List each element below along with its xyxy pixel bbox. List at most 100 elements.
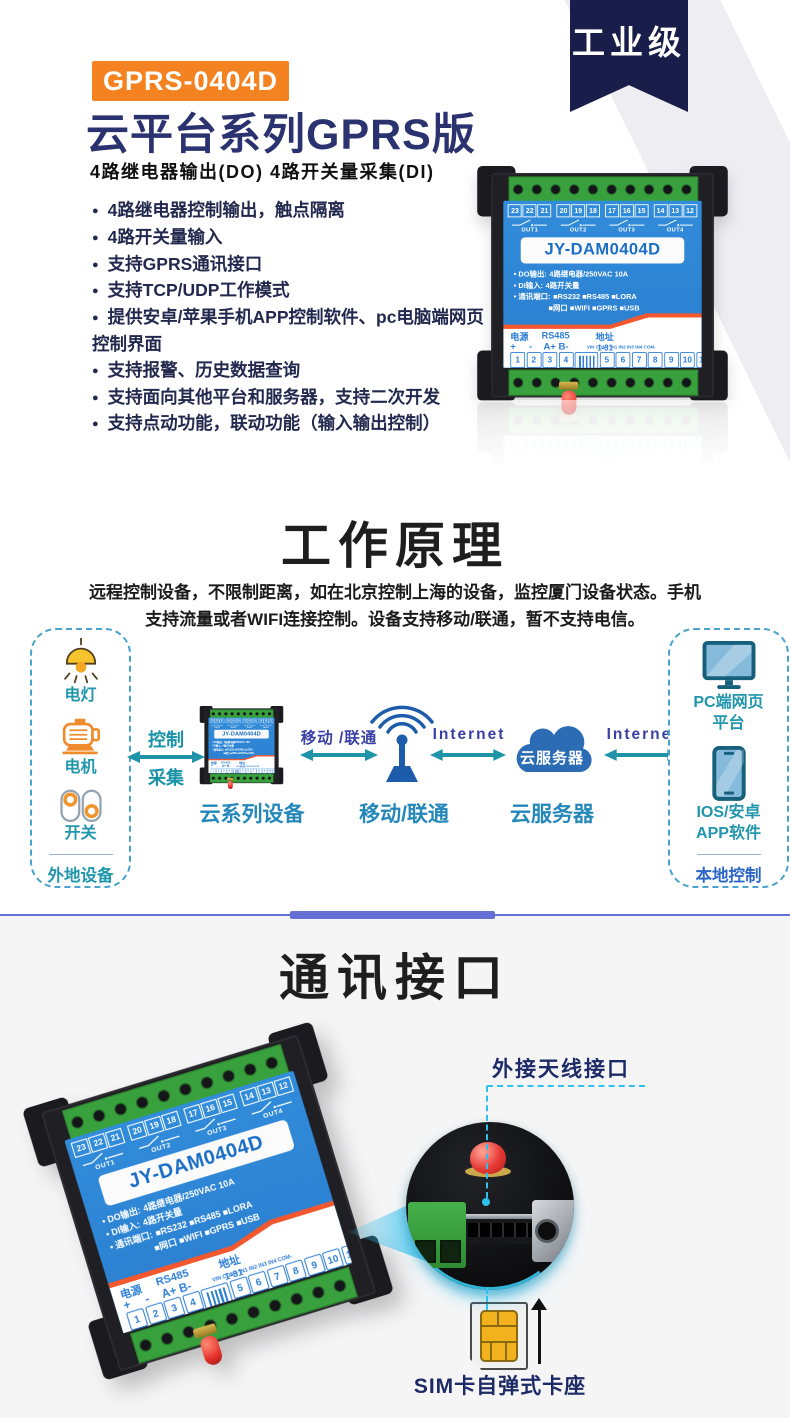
spec-label: DI输入:	[213, 744, 222, 748]
wiring-col-title: 电源	[510, 332, 529, 343]
spec-value: ■网口 ■WIFI ■GPRS ■USB	[548, 303, 640, 313]
feature-list: 4路继电器控制输出，触点隔离 4路开关量输入 支持GPRS通讯接口 支持TCP/…	[92, 198, 484, 438]
relay-contact-icon	[251, 1101, 292, 1115]
antenna-port-magnifier	[406, 1122, 574, 1290]
device-faceplate: 23 22 21 OUT1 20 19 18 OUT2	[503, 200, 702, 368]
sim-contact-pad	[480, 1310, 518, 1362]
spec-value: ■RS232 ■RS485 ■LORA	[553, 292, 637, 301]
terminal-cell: 7	[251, 768, 257, 774]
hero-product-photo: 23 22 21 OUT1 20 19 18 OUT2	[472, 166, 733, 415]
terminal-number: 13	[263, 718, 269, 724]
antenna-connector	[227, 777, 234, 789]
relay-contact-icon	[139, 1135, 180, 1150]
bidirectional-arrow	[300, 749, 378, 761]
wiring-col-sub: 1-31	[239, 765, 245, 769]
principle-desc-line2: 支持流量或者WIFI连接控制。设备支持移动/联通，暂不支持电信。	[145, 610, 645, 629]
dip-switch-icon	[574, 352, 599, 368]
terminal-strip-bottom	[508, 369, 699, 396]
wiring-col-title: 地址	[595, 332, 614, 343]
page-title: 云平台系列GPRS版	[86, 111, 476, 159]
relay-contact-icon	[560, 219, 596, 227]
spec-label: DI输入:	[518, 280, 544, 290]
relay-contact-icon	[657, 219, 693, 227]
cloud-server-label: 云服务器	[510, 803, 594, 826]
terminal-number: 17	[605, 204, 619, 218]
output-label: OUT3	[618, 226, 636, 233]
output-label: OUT1	[521, 226, 539, 233]
terminal-cell: 5	[599, 352, 615, 368]
bidirectional-arrow	[430, 749, 506, 761]
relay-contact-icon	[83, 1152, 124, 1167]
terminal-number: 21	[219, 718, 225, 724]
lamp-icon	[63, 638, 98, 684]
pc-platform-label-line1: PC端网页	[693, 693, 764, 711]
arrow2-label: 移动 /联通	[300, 730, 378, 747]
terminal-cell-row: 1 2 3 4 5 6 7 8 9 10 11	[210, 768, 275, 774]
spec-row: ■网口 ■WIFI ■GPRS ■USB	[514, 303, 697, 314]
terminal-group: 23 22 21 OUT1	[507, 204, 552, 233]
eject-arrow-icon	[531, 1298, 547, 1364]
wiring-col-sub: A+ B-	[221, 764, 231, 769]
tilted-product-photo: 23 22 21 OUT1 20 19 18 OUT2	[16, 1019, 400, 1382]
io-pin-labels: VIN COM+ IN1 IN2 IN3 IN4 COM-	[586, 345, 656, 351]
spec-row: ■网口 ■WIFI ■GPRS ■USB	[212, 752, 273, 756]
device-model-plate: JY-DAM0404D	[520, 237, 685, 264]
local-control-footer: 本地控制	[695, 867, 762, 885]
spec-label: DO输出:	[213, 740, 223, 744]
terminal-number: 14	[653, 204, 668, 218]
app-label-line2: APP软件	[696, 825, 761, 843]
cell-tower-icon	[370, 705, 434, 782]
device-illustration: 23 22 21 OUT1 20 19 18 OUT2	[198, 706, 285, 789]
terminal-number: 20	[556, 204, 571, 218]
terminal-number: 19	[571, 204, 586, 218]
wiring-col-title: RS485	[541, 330, 570, 341]
section-divider-bar	[290, 911, 495, 919]
output-label: OUT2	[569, 226, 587, 233]
relay-contact-icon	[211, 723, 224, 727]
terminal-cell: 10	[679, 352, 695, 368]
pc-platform-label-line2: 平台	[712, 714, 745, 732]
spec-label: 通讯端口:	[518, 292, 551, 301]
wiring-col-title: 地址	[239, 761, 246, 765]
terminal-group: 20 19 18 OUT2	[226, 718, 241, 728]
terminal-number: 15	[634, 204, 649, 218]
remote-devices-box: 电灯 电机 开关 外地设备	[30, 628, 131, 888]
callout-dashed-line-horizontal	[487, 1085, 645, 1087]
terminal-group: 14 13 12 OUT4	[258, 718, 274, 728]
relay-contact-icon	[227, 723, 240, 727]
terminal-number: 18	[236, 718, 241, 724]
terminal-number: 22	[214, 718, 220, 724]
feature-item: 支持报警、历史数据查询	[92, 358, 484, 385]
spec-value: ■RS232 ■RS485 ■LORA	[225, 748, 253, 751]
arrow4-label: Internet	[606, 726, 680, 743]
terminal-number: 23	[507, 204, 522, 218]
section-title-comm: 通讯接口	[279, 950, 511, 1006]
terminal-cell: 5	[240, 768, 246, 774]
db9-connector-closeup	[532, 1200, 574, 1262]
relay-contact-icon	[609, 219, 645, 227]
terminal-cell: 11	[696, 352, 702, 368]
callout-dashed-line-vertical	[486, 1086, 488, 1198]
relay-contact-icon	[512, 219, 548, 227]
device-faceplate: 23 22 21 OUT1 20 19 18 OUT2	[64, 1070, 352, 1334]
sim-slot-closeup	[464, 1214, 538, 1244]
terminal-block-closeup	[408, 1202, 466, 1268]
lamp-label: 电灯	[64, 687, 97, 705]
device-faceplate: 23 22 21 OUT1 20 19 18 OUT2	[208, 717, 275, 774]
output-terminal-groups: 23 22 21 OUT1 20 19 18 OUT2	[70, 1076, 300, 1176]
terminal-cell: 11	[272, 768, 275, 774]
antenna-nut	[227, 777, 234, 781]
terminal-group: 17 16 15 OUT3	[605, 204, 649, 233]
terminal-number: 13	[668, 204, 683, 218]
terminal-cell: 1	[210, 768, 216, 774]
terminal-group: 14 13 12 OUT4	[238, 1076, 300, 1125]
callout-dot	[482, 1198, 490, 1206]
terminal-number: 12	[268, 718, 274, 724]
feature-item: 支持TCP/UDP工作模式	[92, 278, 484, 305]
wiring-col-sub: 1-31	[597, 343, 613, 353]
terminal-cell: 4	[558, 352, 574, 368]
feature-item: 支持GPRS通讯接口	[92, 252, 484, 279]
box-divider	[696, 854, 761, 855]
feature-item: 支持点动功能，联动功能（输入输出控制）	[92, 411, 484, 438]
terminal-group: 17 16 15 OUT3	[182, 1093, 244, 1142]
